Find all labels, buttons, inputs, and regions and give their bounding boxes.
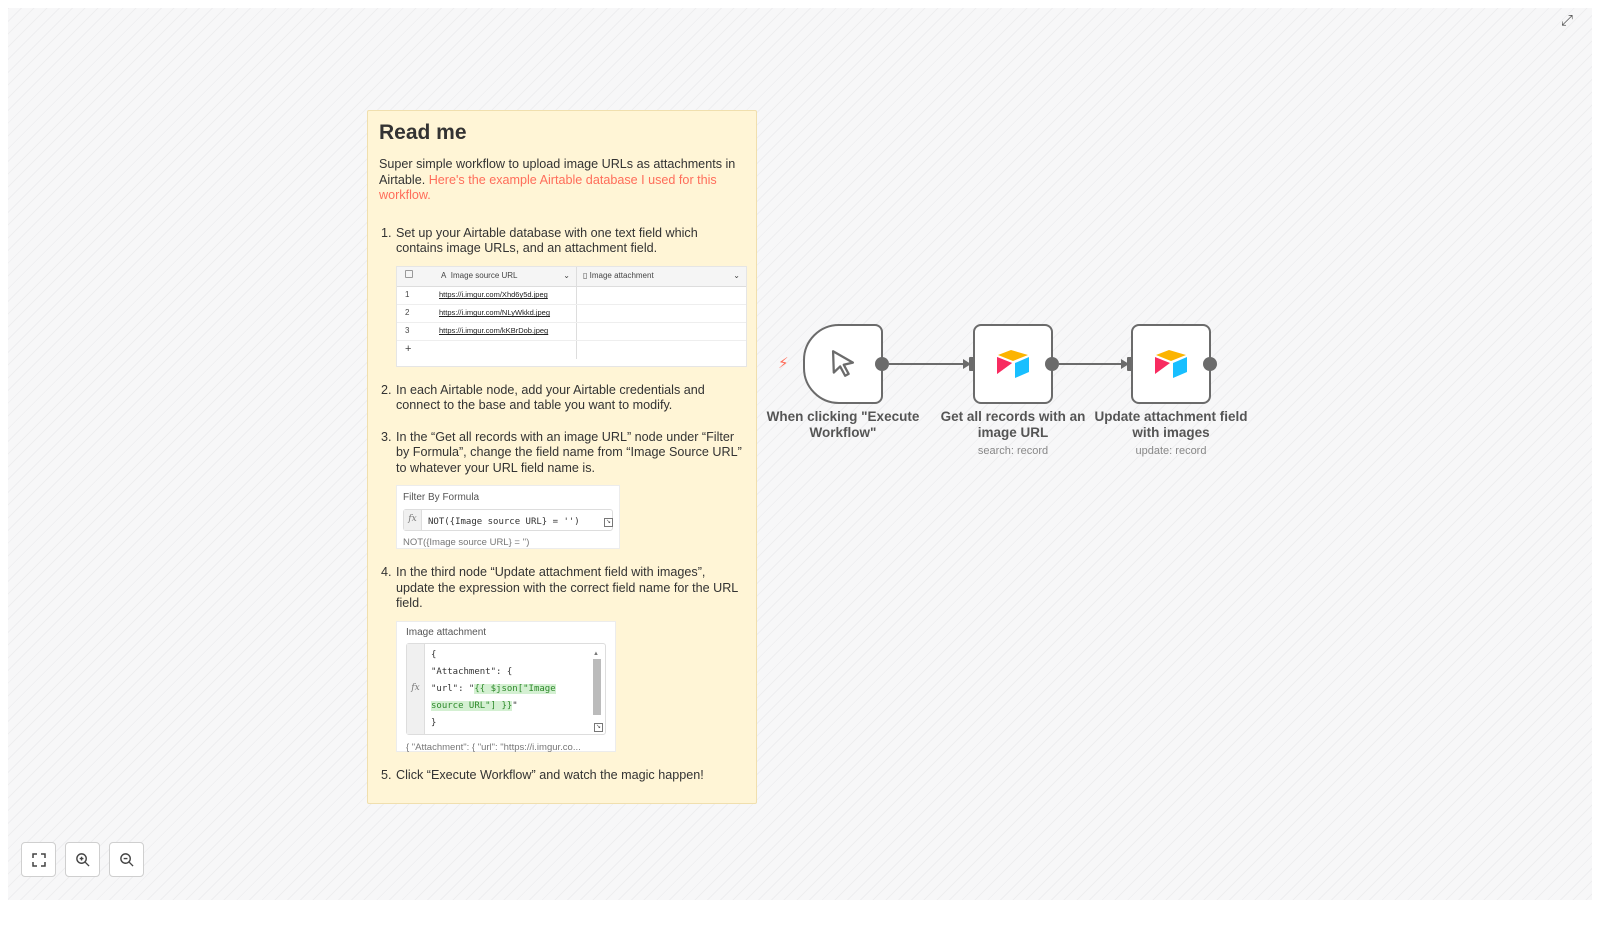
fit-view-button[interactable] [21, 842, 56, 877]
zoom-in-button[interactable] [65, 842, 100, 877]
col-header: Image source URL [450, 271, 518, 281]
step-text: Set up your Airtable database with one t… [396, 225, 698, 256]
table-row: 1 https://i.imgur.com/Xhd6y5d.jpeg [397, 286, 746, 305]
node-execute-trigger[interactable] [803, 324, 883, 404]
step-item: Click “Execute Workflow” and watch the m… [395, 768, 744, 784]
note-title: Read me [379, 121, 467, 144]
chevron-down-icon: ⌄ [563, 271, 570, 281]
input-handle[interactable] [969, 357, 975, 371]
output-handle[interactable] [875, 357, 889, 371]
airtable-table-screenshot: A Image source URL⌄ ▯ Image attachment⌄ … [396, 265, 747, 367]
cursor-icon [831, 350, 855, 377]
url-cell: https://i.imgur.com/Xhd6y5d.jpeg [439, 290, 548, 300]
node-get-records[interactable] [973, 324, 1053, 404]
chevron-down-icon: ⌄ [733, 271, 740, 281]
add-row: + [397, 340, 746, 359]
expand-editor-icon: ↘ [594, 723, 603, 732]
trigger-bolt-icon: ⚡ [778, 355, 789, 372]
zoom-in-icon [76, 853, 90, 867]
arrow-icon [1121, 359, 1129, 369]
fit-view-icon [31, 852, 46, 867]
expression-label: Image attachment [406, 626, 487, 638]
table-row: 2 https://i.imgur.com/NLyWkkd.jpeg [397, 304, 746, 323]
step-text: In the “Get all records with an image UR… [396, 429, 742, 475]
step-text: Click “Execute Workflow” and watch the m… [396, 767, 704, 782]
node-update-attachment[interactable] [1131, 324, 1211, 404]
airtable-icon [997, 350, 1029, 378]
intro-text: Super simple workflow to upload image UR… [379, 157, 736, 187]
node-label: When clicking "Execute Workflow" [766, 409, 920, 440]
node-label: Get all records with an image URL [940, 409, 1086, 440]
connection-edge[interactable] [889, 363, 969, 365]
fullscreen-icon[interactable]: ⤢ [1560, 12, 1573, 29]
node-label: Update attachment field with images [1094, 409, 1248, 440]
plus-icon: + [405, 342, 412, 355]
formula-label: Filter By Formula [403, 492, 480, 503]
connection-edge[interactable] [1059, 363, 1129, 365]
scrollbar: ▲ [592, 647, 602, 731]
expression-output: { "Attachment": { "url": "https://i.imgu… [406, 742, 581, 753]
sticky-note[interactable]: Read me Super simple workflow to upload … [367, 110, 757, 804]
step-item: Set up your Airtable database with one t… [395, 225, 747, 367]
input-handle[interactable] [1127, 357, 1133, 371]
expand-editor-icon: ↘ [604, 518, 613, 527]
checkbox-icon [405, 270, 413, 279]
row-number: 3 [405, 326, 410, 336]
fx-icon: fx [407, 644, 425, 734]
fx-icon: fx [404, 509, 422, 530]
expression-code: { "Attachment": { "url": "{{ $json["Imag… [431, 650, 556, 728]
row-number: 1 [405, 290, 410, 300]
formula-code: NOT({Image source URL} = '') [428, 516, 580, 527]
url-cell: https://i.imgur.com/NLyWkkd.jpeg [439, 308, 551, 318]
output-handle[interactable] [1203, 357, 1217, 371]
step-text: In the third node “Update attachment fie… [396, 565, 738, 610]
output-handle[interactable] [1045, 357, 1059, 371]
table-row: 3 https://i.imgur.com/kKBrDob.jpeg [397, 322, 746, 341]
zoom-out-button[interactable] [109, 842, 144, 877]
text-field-icon: A [441, 271, 447, 281]
col-header: Image attachment [589, 271, 654, 281]
scroll-up-icon: ▲ [593, 651, 599, 657]
workflow-canvas[interactable]: ⤢ Read me Super simple workflow to uploa… [8, 8, 1592, 900]
arrow-icon [963, 359, 971, 369]
formula-output: NOT({Image source URL} = '') [403, 536, 530, 548]
attachment-field-icon: ▯ [583, 271, 588, 281]
step-item: In the “Get all records with an image UR… [395, 429, 744, 549]
step-text: In each Airtable node, add your Airtable… [396, 382, 705, 413]
row-number: 2 [405, 308, 410, 318]
step-item: In each Airtable node, add your Airtable… [395, 383, 744, 414]
steps-list: Set up your Airtable database with one t… [379, 225, 747, 784]
expression-screenshot: Image attachment fx { "Attachment": { "u… [396, 620, 616, 753]
zoom-out-icon [120, 853, 134, 867]
note-intro: Super simple workflow to upload image UR… [379, 157, 744, 204]
step-item: In the third node “Update attachment fie… [395, 565, 744, 753]
airtable-example-link[interactable]: Here's the example Airtable database I u… [379, 172, 717, 203]
filter-formula-screenshot: Filter By Formula fx NOT({Image source U… [396, 485, 620, 549]
node-subtitle: search: record [977, 445, 1049, 457]
node-subtitle: update: record [1135, 445, 1207, 457]
airtable-icon [1155, 350, 1187, 378]
url-cell: https://i.imgur.com/kKBrDob.jpeg [439, 326, 549, 336]
